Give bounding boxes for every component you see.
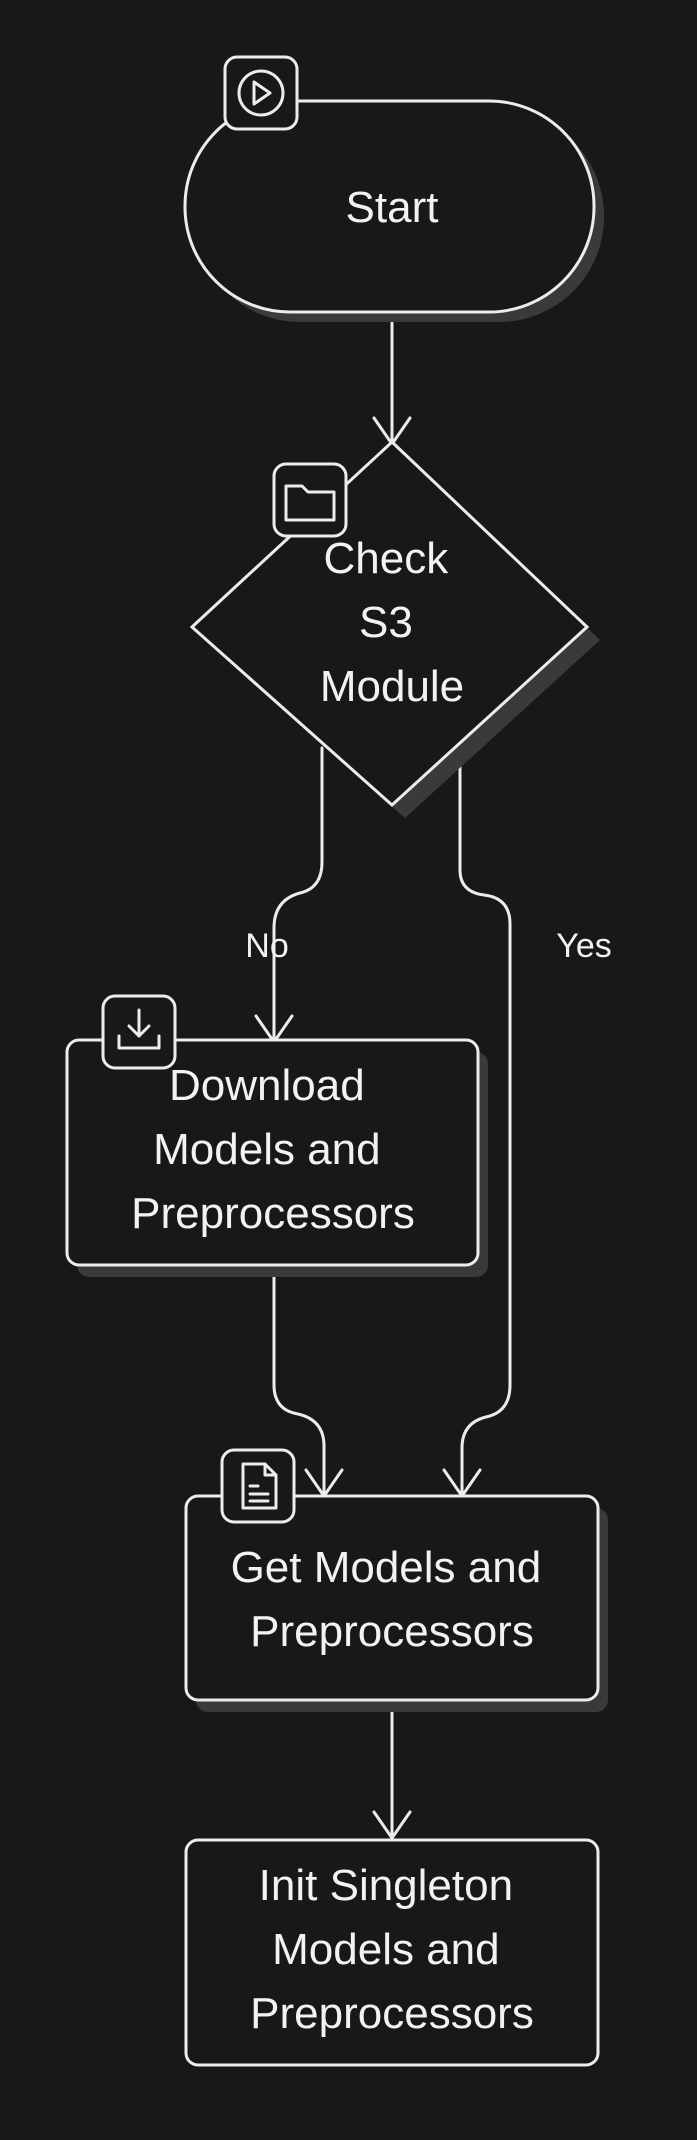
download-icon <box>101 994 177 1070</box>
play-icon <box>223 55 299 131</box>
init-singleton-label: Init Singleton Models and Preprocessors <box>250 1861 534 2038</box>
edge-label-no: No <box>245 927 288 965</box>
download-models-node: Download Models and Preprocessors <box>65 994 488 1277</box>
edge-start-to-check <box>372 320 412 446</box>
document-icon <box>220 1448 296 1524</box>
edge-check-to-download <box>254 746 324 1044</box>
check-s3-module-node: Check S3 Module <box>189 439 600 818</box>
start-node: Start <box>183 55 604 322</box>
check-s3-module-label: Check S3 Module <box>320 534 464 711</box>
init-singleton-node: Init Singleton Models and Preprocessors <box>184 1838 600 2067</box>
get-models-label: Get Models and Preprocessors <box>231 1543 554 1656</box>
get-models-node: Get Models and Preprocessors <box>184 1448 608 1712</box>
edge-get-to-init <box>372 1710 412 1840</box>
start-label: Start <box>346 183 439 232</box>
edge-label-yes: Yes <box>556 927 611 965</box>
download-models-label: Download Models and Preprocessors <box>131 1061 415 1238</box>
folder-icon <box>272 462 348 538</box>
